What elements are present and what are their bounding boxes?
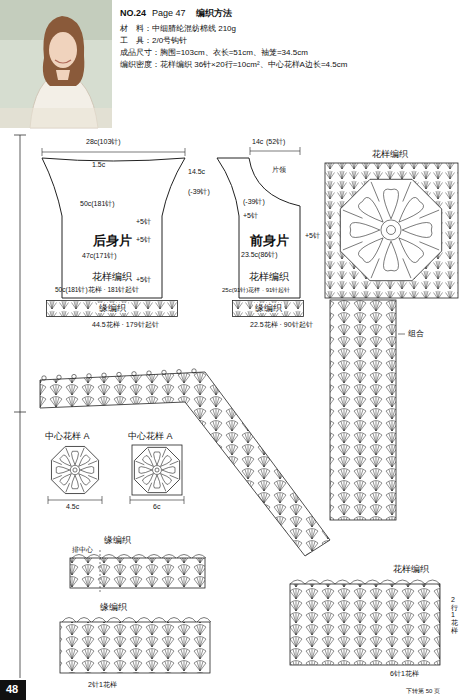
chart-label: 片领 bbox=[272, 166, 286, 174]
header-text: 成品尺寸：胸围=103cm、衣长=51cm、袖笼=34.5cm bbox=[120, 48, 308, 57]
stitch-name: 花样编织 bbox=[249, 271, 289, 283]
back-piece: 后身片花样编织 bbox=[40, 156, 188, 300]
edging-band: 缘编织 bbox=[46, 300, 178, 317]
page-number: 48 bbox=[6, 683, 18, 696]
chart-label: 6针1花样 bbox=[390, 670, 419, 678]
piece-name: 缘编织 bbox=[97, 303, 128, 313]
chart-label: 缘编织 bbox=[104, 535, 131, 545]
header-text: 编织密度：花样编织 36针×20行=10cm²、中心花样A边长=4.5cm bbox=[120, 60, 347, 69]
chart-label: 2针1花样 bbox=[88, 681, 117, 689]
chart-label: 组合 bbox=[408, 329, 424, 338]
model-photo bbox=[0, 0, 112, 128]
chart-label: 中心花样 A bbox=[45, 431, 90, 441]
chart-label: +5针 bbox=[136, 218, 151, 226]
page-margin-rule bbox=[14, 135, 26, 678]
chart-label: 47c(171针) bbox=[82, 252, 117, 260]
chart-label: 23.5c(86针) bbox=[241, 251, 278, 259]
chart-label: 花样编织 bbox=[372, 149, 408, 159]
chart-label: 25c(91针)花样 · 91针起针 bbox=[222, 287, 290, 294]
chart-label: 44.5花样 · 179针起针 bbox=[92, 321, 159, 329]
motif-chart bbox=[51, 446, 98, 493]
chart-label: 2行1花样 bbox=[451, 596, 458, 634]
chart-label: 1.5c bbox=[92, 161, 105, 169]
chart-label: 14c bbox=[252, 138, 263, 146]
header-text: 工 具：2/0号钩针 bbox=[120, 36, 187, 45]
chart-label: 花样编织 bbox=[393, 564, 429, 574]
chart-label: 4.5c bbox=[66, 503, 79, 511]
chart-label: 50c(181针)花样 · 181针起针 bbox=[55, 286, 139, 293]
chart-label: (-39针) bbox=[243, 198, 265, 206]
chart-label: +5针 bbox=[305, 232, 320, 240]
chart-label: 14.5c bbox=[188, 168, 205, 176]
motif-chart bbox=[132, 445, 182, 495]
chart-label: (-39针) bbox=[188, 188, 210, 196]
header-text: NO.24 bbox=[120, 8, 146, 18]
chart-label: +5针 bbox=[243, 212, 258, 220]
chart-label: 28c(103针) bbox=[86, 138, 121, 146]
stitch-name: 花样编织 bbox=[92, 271, 132, 283]
header-text: Page 47 bbox=[152, 8, 186, 18]
edging-band: 缘编织 bbox=[232, 300, 304, 317]
chart-label: +5针 bbox=[136, 276, 151, 284]
piece-name: 后身片 bbox=[93, 234, 132, 249]
header-text: 编织方法 bbox=[196, 8, 232, 18]
chart-label: 22.5花样 · 90针起针 bbox=[250, 321, 313, 329]
piece-name: 前身片 bbox=[250, 234, 289, 249]
motif-chart bbox=[340, 179, 441, 280]
chart-label: +5针 bbox=[136, 236, 151, 244]
chart-label: 缘编织 bbox=[100, 602, 127, 612]
page-number-box bbox=[0, 680, 26, 700]
header-text: 材 料：中细腈纶混纺棉线 210g bbox=[120, 24, 236, 33]
chart-label: 排中心 bbox=[72, 546, 93, 554]
chart-label: 50c(181针) bbox=[80, 200, 115, 208]
chart-label: 中心花样 A bbox=[128, 431, 173, 441]
chart-label: 下转第 50 页 bbox=[406, 688, 440, 695]
chart-label: (52针) bbox=[266, 138, 285, 146]
piece-name: 缘编织 bbox=[253, 303, 284, 313]
chart-label: 6c bbox=[153, 503, 160, 511]
front-piece: 前身片花样编织 bbox=[215, 156, 303, 300]
